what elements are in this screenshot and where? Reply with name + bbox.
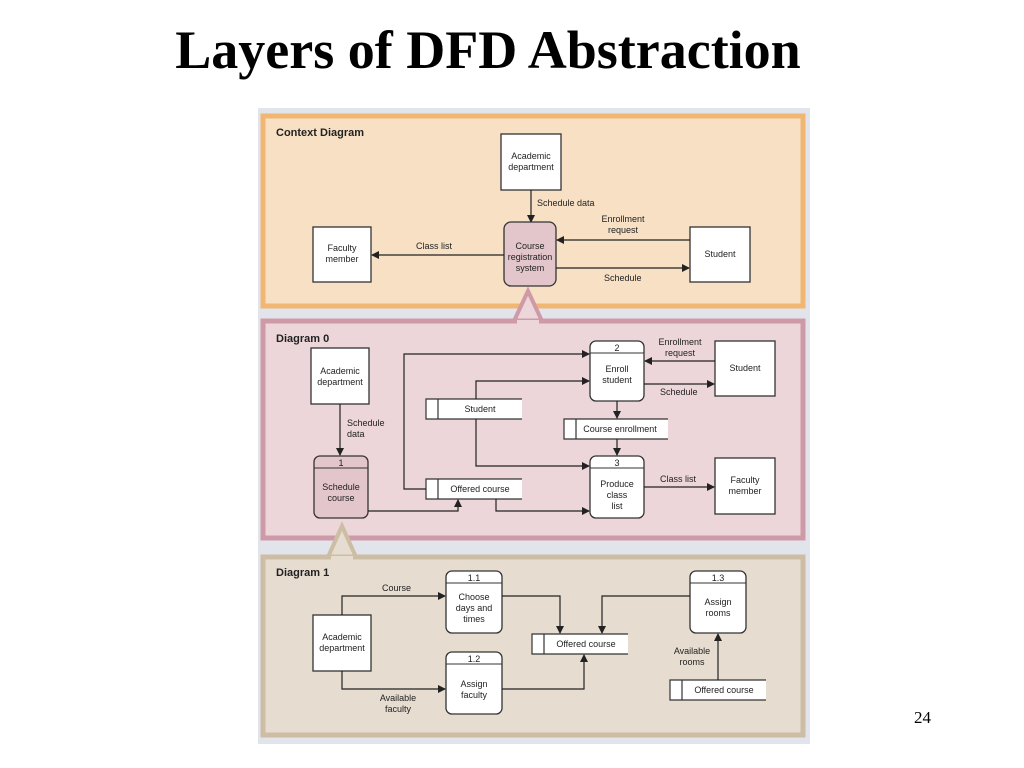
svg-text:Assign: Assign [460, 679, 487, 689]
svg-text:department: department [317, 377, 363, 387]
d0-student-entity: Student [714, 340, 776, 397]
svg-text:faculty: faculty [461, 690, 488, 700]
svg-text:Course enrollment: Course enrollment [583, 424, 657, 434]
svg-text:class: class [607, 490, 628, 500]
svg-text:Student: Student [729, 363, 761, 373]
svg-text:rooms: rooms [705, 608, 731, 618]
svg-text:1: 1 [338, 458, 343, 468]
svg-text:1.3: 1.3 [712, 573, 725, 583]
d0-schedule-label: Schedule [660, 387, 698, 397]
svg-text:list: list [612, 501, 623, 511]
d0-course-enrollment-datastore: Course enrollment [563, 418, 668, 440]
svg-text:Academic: Academic [320, 366, 360, 376]
d1-flow-assign-faculty-to-offered [502, 654, 588, 690]
svg-text:Produce: Produce [600, 479, 634, 489]
d0-process-3-produce-class-list: 3 Produce class list [589, 455, 645, 519]
slide-title: Layers of DFD Abstraction [175, 20, 801, 80]
d0-flow-offered-to-enroll [403, 350, 590, 490]
dfd-figure: Context Diagram Academic department Sche… [258, 108, 810, 749]
context-diagram-panel: Context Diagram Academic department Sche… [260, 113, 806, 309]
svg-text:Assign: Assign [704, 597, 731, 607]
d0-flow-student-to-enroll [475, 377, 590, 399]
d1-academic-department: Academic department [312, 614, 372, 672]
svg-text:department: department [508, 162, 554, 172]
d0-flow-schedule-to-offered [368, 499, 462, 512]
svg-text:1.2: 1.2 [468, 654, 481, 664]
context-schedule-data-label: Schedule data [537, 198, 595, 208]
d0-student-datastore: Student [425, 398, 522, 420]
svg-text:Academic: Academic [322, 632, 362, 642]
svg-text:Student: Student [464, 404, 496, 414]
svg-text:Student: Student [704, 249, 736, 259]
d1-offered-course-datastore-2: Offered course [669, 679, 766, 701]
context-academic-department: Academic department [500, 133, 562, 191]
d1-process-1-3-assign-rooms: 1.3 Assign rooms [689, 570, 747, 634]
d0-process-2-enroll-student: 2 Enroll student [589, 340, 645, 402]
diagram0-title: Diagram 0 [276, 333, 329, 345]
d0-class-list-label: Class list [660, 474, 697, 484]
d1-flow-course [341, 592, 446, 615]
svg-text:student: student [602, 375, 632, 385]
page-number: 24 [914, 708, 931, 727]
svg-text:Faculty: Faculty [730, 475, 760, 485]
svg-text:times: times [463, 614, 485, 624]
svg-text:Offered course: Offered course [556, 639, 615, 649]
svg-text:registration: registration [508, 252, 553, 262]
d1-process-1-1-choose-days: 1.1 Choose days and times [445, 570, 503, 634]
svg-text:Choose: Choose [458, 592, 489, 602]
svg-text:Academic: Academic [511, 151, 551, 161]
d1-flow-choose-to-offered [502, 595, 564, 634]
context-schedule-label: Schedule [604, 273, 642, 283]
svg-text:Offered course: Offered course [450, 484, 509, 494]
svg-text:Course: Course [515, 241, 544, 251]
svg-text:3: 3 [614, 458, 619, 468]
diagram1-title: Diagram 1 [276, 567, 329, 579]
d0-process-1-schedule-course: 1 Schedule course [313, 455, 369, 519]
svg-text:member: member [325, 254, 358, 264]
context-class-list-label: Class list [416, 241, 453, 251]
d1-offered-course-datastore: Offered course [531, 633, 628, 655]
svg-text:member: member [728, 486, 761, 496]
svg-text:days and: days and [456, 603, 493, 613]
context-faculty-member: Faculty member [312, 226, 372, 283]
d1-course-label: Course [382, 583, 411, 593]
svg-text:system: system [516, 263, 545, 273]
svg-text:Schedule: Schedule [322, 482, 360, 492]
d0-flow-student-to-produce [475, 419, 590, 470]
context-student: Student [689, 226, 751, 283]
svg-text:1.1: 1.1 [468, 573, 481, 583]
diagram1-panel: Diagram 1 Academic department 1.1 Choose… [260, 554, 806, 738]
context-course-registration-system: Course registration system [503, 221, 557, 287]
d0-academic-department: Academic department [310, 347, 370, 405]
d1-flow-assign-rooms-to-offered [598, 595, 690, 634]
d0-faculty-member: Faculty member [714, 457, 776, 515]
svg-text:department: department [319, 643, 365, 653]
svg-text:Faculty: Faculty [327, 243, 357, 253]
svg-text:Offered course: Offered course [694, 685, 753, 695]
d0-flow-offered-to-produce [495, 499, 590, 515]
d1-process-1-2-assign-faculty: 1.2 Assign faculty [445, 651, 503, 715]
context-diagram-title: Context Diagram [276, 127, 364, 139]
d1-flow-available-faculty [341, 671, 446, 693]
svg-text:Enroll: Enroll [605, 364, 628, 374]
svg-text:course: course [327, 493, 354, 503]
d0-offered-course-datastore: Offered course [425, 478, 522, 500]
svg-text:2: 2 [614, 343, 619, 353]
